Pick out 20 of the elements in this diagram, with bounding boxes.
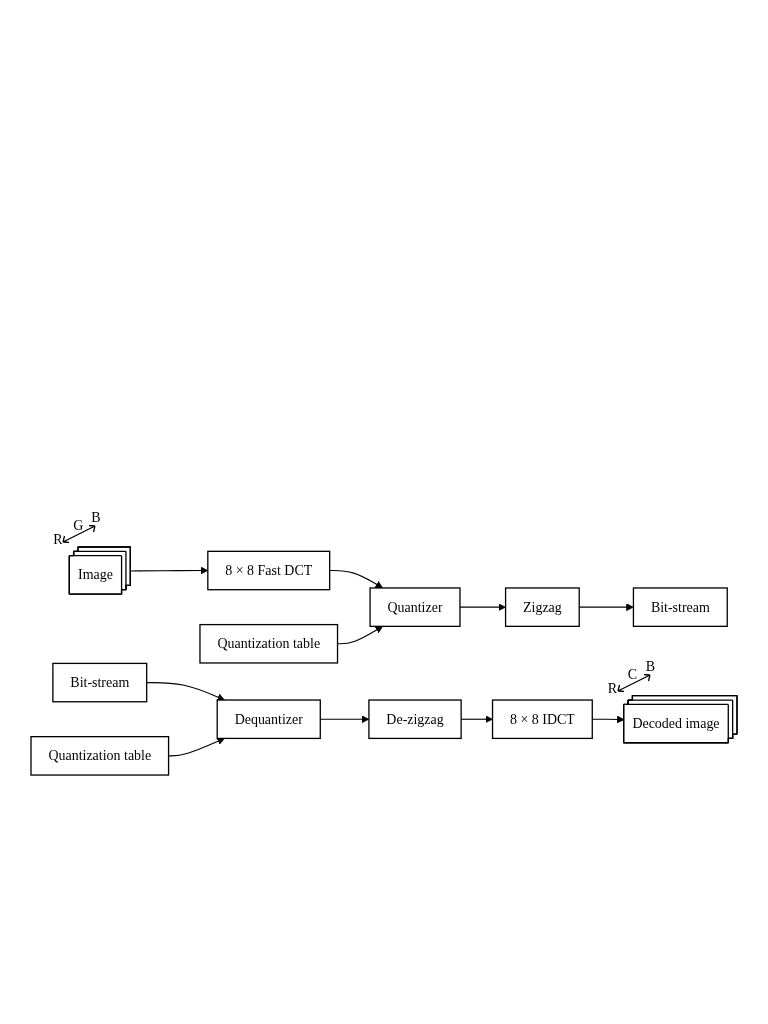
- node-box: De-zigzag: [368, 699, 462, 740]
- channel-label: B: [91, 511, 101, 525]
- node-box: Dequantizer: [216, 699, 321, 740]
- node-box: Zigzag: [504, 587, 580, 627]
- node-box: 8 × 8 Fast DCT: [207, 550, 331, 591]
- node-box: Quantizer: [369, 587, 461, 627]
- channel-label: R: [53, 533, 63, 547]
- channel-label: R: [607, 681, 617, 696]
- node-box: Bit-stream: [632, 587, 728, 627]
- arrow: [146, 682, 225, 701]
- node-box: Bit-stream: [52, 662, 148, 703]
- node-box: Quantization table: [30, 736, 170, 776]
- node-box: 8 × 8 IDCT: [491, 699, 593, 740]
- channel-label: B: [645, 659, 655, 674]
- arrow: [329, 569, 383, 589]
- arrow: [459, 603, 506, 611]
- channel-label: G: [73, 519, 84, 533]
- node-box: Quantization table: [199, 623, 339, 664]
- arrow: [168, 737, 225, 757]
- channel-label: C: [627, 667, 637, 682]
